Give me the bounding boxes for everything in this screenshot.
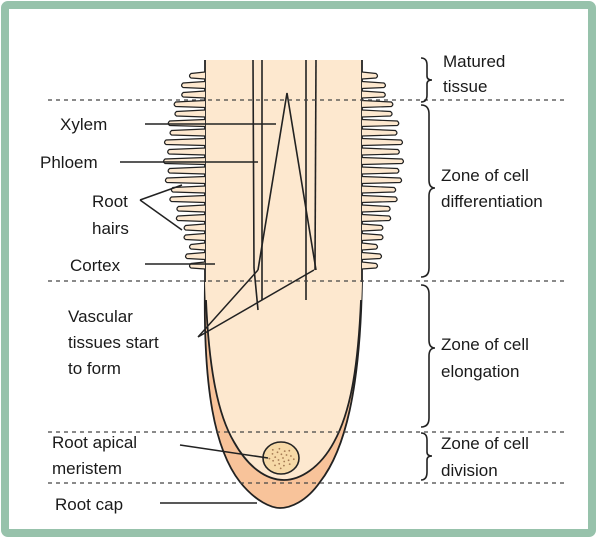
zone-matured-2: tissue <box>443 77 487 96</box>
root-hair <box>362 186 396 193</box>
label-vascular-2: tissues start <box>68 333 159 352</box>
meristem-cell-dot <box>278 459 280 461</box>
meristem-cell-dot <box>282 457 284 459</box>
root-hair <box>362 120 399 127</box>
root-hair <box>186 253 206 260</box>
root-hair <box>362 82 385 89</box>
label-vascular-3: to form <box>68 359 121 378</box>
meristem-cell-dot <box>283 465 285 467</box>
label-phloem: Phloem <box>40 153 98 172</box>
root-hair <box>184 224 205 231</box>
label-apical-1: Root apical <box>52 433 137 452</box>
label-cortex: Cortex <box>70 256 121 275</box>
root-hair <box>164 158 205 165</box>
root-hair <box>176 215 205 222</box>
meristem-cell-dot <box>269 458 271 460</box>
zone-elongation-1: Zone of cell <box>441 335 529 354</box>
root-hair <box>362 158 403 165</box>
meristem-cell-dot <box>280 468 282 470</box>
root-hair <box>168 167 205 174</box>
root-hairs-left <box>164 72 205 269</box>
root-body <box>205 60 362 480</box>
root-hair <box>174 101 205 108</box>
zone-matured-1: Matured <box>443 52 505 71</box>
root-hair <box>362 101 393 108</box>
root-hair <box>362 91 385 98</box>
root-hair <box>170 129 205 136</box>
root-hair <box>362 196 397 203</box>
root-hair <box>362 110 392 117</box>
root-hair <box>168 120 205 127</box>
root-hair <box>362 243 378 250</box>
root-hair <box>362 167 399 174</box>
meristem-cell-dot <box>277 451 279 453</box>
label-apical-2: meristem <box>52 459 122 478</box>
root-hair <box>362 72 378 79</box>
meristem-cell-dot <box>278 463 280 465</box>
label-root-cap: Root cap <box>55 495 123 514</box>
meristem-cell-dot <box>272 449 274 451</box>
root-hair <box>190 262 206 269</box>
root-hair <box>182 82 205 89</box>
meristem-cell-dot <box>272 453 274 455</box>
meristem-cell-dot <box>274 456 276 458</box>
meristem-cell-dot <box>288 450 290 452</box>
root-hair <box>362 129 397 136</box>
meristem-cell-dot <box>279 448 281 450</box>
zone-differentiation-2: differentiation <box>441 192 543 211</box>
meristem-cell-dot <box>286 454 288 456</box>
root-hair <box>170 196 205 203</box>
meristem-cell-dot <box>288 459 290 461</box>
root-hair <box>190 72 206 79</box>
root-hair <box>362 224 383 231</box>
root-hair <box>362 262 378 269</box>
root-hair <box>175 110 205 117</box>
meristem-cell-dot <box>283 461 285 463</box>
root-hair <box>177 205 205 212</box>
meristem-cell-dot <box>281 453 283 455</box>
meristem-cell-dot <box>272 460 274 462</box>
root-hair <box>362 177 402 184</box>
root-hair <box>165 177 205 184</box>
zone-division-2: division <box>441 461 498 480</box>
meristem-cell-dot <box>284 450 286 452</box>
label-vascular-1: Vascular <box>68 307 133 326</box>
zone-elongation-2: elongation <box>441 362 519 381</box>
label-xylem: Xylem <box>60 115 107 134</box>
root-hair <box>168 148 205 155</box>
zone-differentiation-1: Zone of cell <box>441 166 529 185</box>
meristem-cell-dot <box>289 463 291 465</box>
root-hairs-right <box>362 72 403 269</box>
root-hair <box>184 234 205 241</box>
meristem-cell-dot <box>274 465 276 467</box>
root-hair <box>362 148 399 155</box>
meristem-cell-dot <box>290 455 292 457</box>
label-root-hairs-1: Root <box>92 192 128 211</box>
zone-braces <box>421 58 435 480</box>
root-hair <box>362 253 382 260</box>
meristem-cell-dot <box>293 458 295 460</box>
root-hair <box>182 91 205 98</box>
root-hair <box>362 205 390 212</box>
zone-division-1: Zone of cell <box>441 434 529 453</box>
root-hair <box>362 215 391 222</box>
root-hair <box>362 139 402 146</box>
label-root-hairs-2: hairs <box>92 219 129 238</box>
root-hair <box>190 243 206 250</box>
root-hair <box>165 139 205 146</box>
root-hair <box>362 234 383 241</box>
